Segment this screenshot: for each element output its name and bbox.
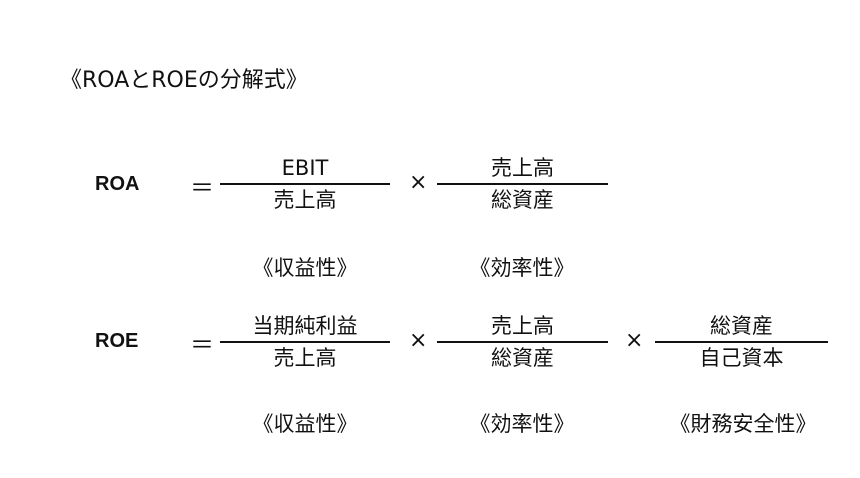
roa-times-1: × [409,170,428,195]
denominator: 自己資本 [699,346,784,370]
fraction-bar [220,341,390,343]
denominator: 総資産 [491,188,554,212]
roe-fraction-turnover: 売上高 総資産 [437,313,608,371]
denominator: 売上高 [273,188,337,212]
fraction-bar [437,183,608,185]
numerator: 当期純利益 [252,314,358,338]
roe-label: ROE [95,330,139,352]
roe-times-2: × [625,328,644,353]
roe-category-efficiency: 《効率性》 [469,412,575,436]
page-title: 《ROAとROEの分解式》 [60,68,308,93]
numerator: 売上高 [491,314,554,338]
numerator: 総資産 [710,314,773,338]
fraction-bar [437,341,608,343]
roa-fraction-profit: EBIT 売上高 [220,155,390,213]
denominator: 総資産 [491,346,554,370]
roa-label: ROA [95,173,140,195]
denominator: 売上高 [273,346,337,370]
roe-fraction-profit: 当期純利益 売上高 [220,313,390,371]
roa-fraction-turnover: 売上高 総資産 [437,155,608,213]
roa-category-efficiency: 《効率性》 [469,256,575,280]
roe-equals: ＝ [190,331,214,359]
roa-equals: ＝ [190,174,214,202]
fraction-bar [655,341,828,343]
roe-category-profitability: 《収益性》 [252,412,358,436]
numerator: 売上高 [491,156,554,180]
roe-times-1: × [409,328,428,353]
roe-fraction-leverage: 総資産 自己資本 [655,313,828,371]
roa-category-profitability: 《収益性》 [252,256,358,280]
roe-category-financial-safety: 《財務安全性》 [669,412,817,436]
fraction-bar [220,183,390,185]
numerator: EBIT [281,156,329,180]
